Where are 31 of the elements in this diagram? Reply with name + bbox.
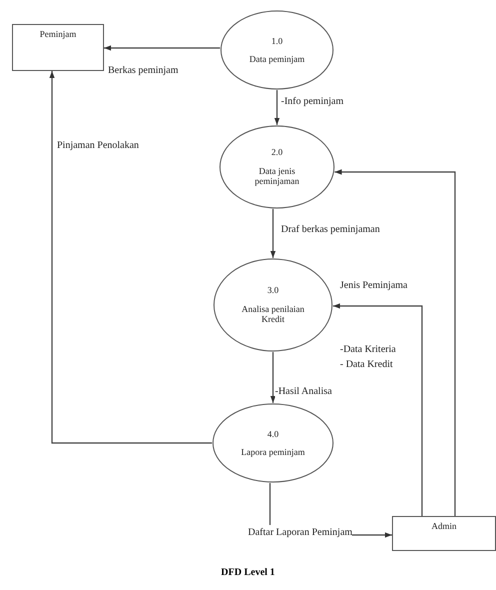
process-ellipse — [213, 258, 333, 352]
arrow — [104, 45, 220, 51]
edge-label: -Hasil Analisa — [275, 384, 332, 399]
process-ellipse — [220, 10, 334, 90]
arrow — [332, 303, 423, 516]
process-number: 1.0 — [271, 36, 283, 46]
node-label: Data jenis peminjaman — [254, 166, 300, 187]
caption: DFD Level 1 — [220, 567, 276, 578]
process-ellipse — [212, 403, 334, 483]
arrow — [49, 71, 212, 444]
entity-box — [12, 24, 104, 71]
edge-label: Pinjaman Penolakan — [57, 138, 139, 153]
node-label: Peminjam — [40, 29, 76, 40]
arrow — [270, 208, 276, 258]
arrow — [274, 90, 280, 125]
process-number: 3.0 — [267, 285, 279, 296]
node-label: Admin — [431, 521, 456, 532]
process-number: 2.0 — [271, 147, 283, 158]
node-label: Analisa penilaian Kredit — [240, 304, 306, 325]
arrow — [270, 352, 276, 403]
arrow — [334, 169, 456, 516]
process-ellipse — [219, 125, 335, 209]
edge-label: Draf berkas peminjaman — [281, 222, 380, 237]
process-number: 4.0 — [267, 428, 279, 439]
edge-label: Berkas peminjam — [108, 63, 178, 78]
node-label: Lapora peminjam — [241, 447, 305, 458]
edge-label: -Info peminjam — [281, 94, 344, 109]
edge-label: Daftar Laporan Peminjam — [248, 525, 352, 540]
entity-box — [392, 516, 496, 551]
node-label: Data peminjam — [249, 54, 305, 64]
edge-label: Jenis Peminjama — [340, 278, 408, 293]
